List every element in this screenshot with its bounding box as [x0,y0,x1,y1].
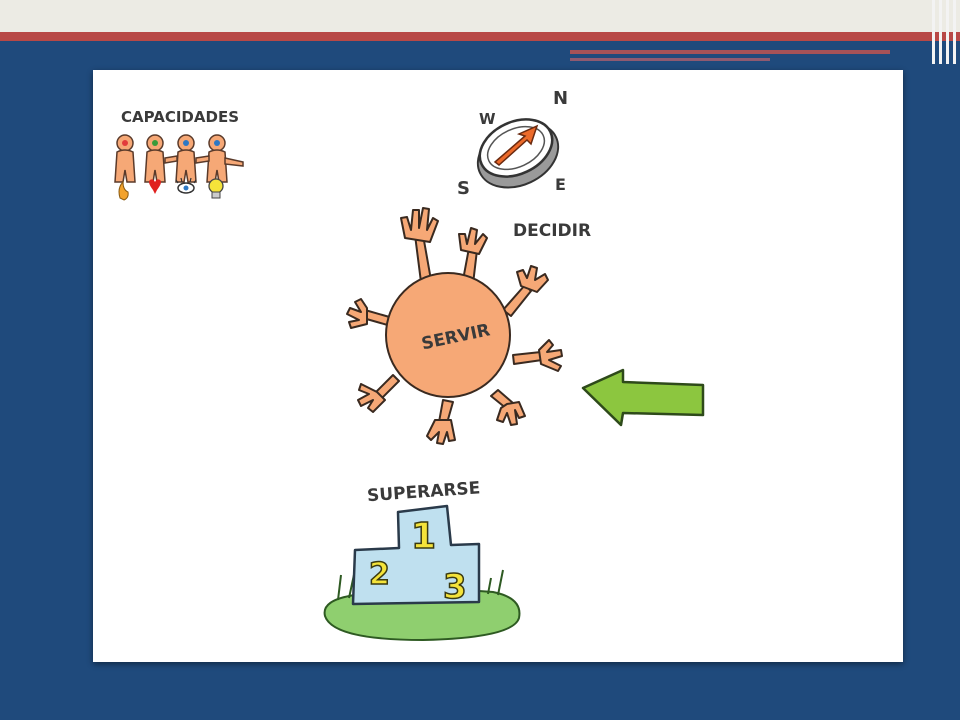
illustration-panel: CAPACIDADES [93,70,903,662]
illustration-canvas: CAPACIDADES [114,88,705,642]
decidir-label: DECIDIR [513,221,591,241]
eye-dot [152,140,158,146]
slide-corner-stripes [930,0,960,64]
compass-w-label: W [479,110,496,128]
green-arrow-icon [581,368,705,427]
superarse-label: SUPERARSE [366,478,480,506]
compass-s-label: S [457,178,470,199]
lightbulb-icon [208,178,224,199]
eye-icon [175,177,197,194]
podium-second-number: 2 [369,557,390,592]
compass-icon: N W S E [457,88,568,199]
capacidades-group: CAPACIDADES [114,108,244,201]
eye-dot [183,140,189,146]
person-figure [195,134,244,183]
slide-accent-line-short [570,50,890,54]
heart-icon [149,179,161,194]
slide-header-accent-line [0,32,960,41]
flame-icon [118,180,129,201]
slide-accent-line-shorter [570,58,770,61]
compass-e-label: E [555,175,566,194]
podium-figure: 1 2 3 [323,504,521,642]
person-figure [114,134,136,183]
podium-first-number: 1 [411,516,436,557]
person-figure [164,134,197,183]
servir-hands-figure [346,207,563,445]
eye-dot [122,140,128,146]
compass-n-label: N [553,88,568,109]
podium-third-number: 3 [443,567,467,607]
capacidades-label: CAPACIDADES [121,108,239,126]
eye-dot [214,140,220,146]
slide-header-band [0,0,960,32]
